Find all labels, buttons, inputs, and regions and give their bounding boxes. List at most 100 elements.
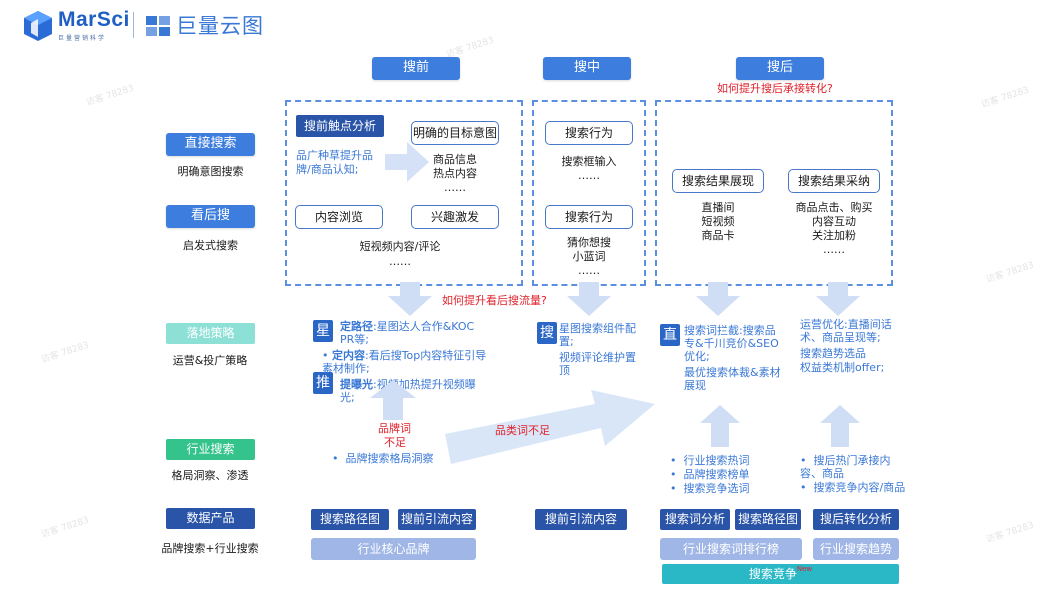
row-industry-desc: 格局洞察、渗透: [171, 469, 249, 482]
intent-desc-3: ……: [444, 181, 466, 194]
post2-strategy-line-2: 搜索趋势选品: [800, 347, 866, 360]
post2-industry-list: • 搜后热门承接内容、商品 • 搜索竞争内容/商品: [800, 454, 910, 494]
after-desc-1: 短视频内容/评论: [359, 240, 441, 253]
diagonal-arrow-icon: [445, 390, 655, 464]
tag-xing: 星: [313, 320, 333, 342]
mid-strategy-line-2: 视频评论维护置顶: [559, 351, 636, 377]
brand-insight: • 品牌搜索格局洞察: [332, 452, 472, 465]
product-path-button[interactable]: 搜索路径图: [311, 509, 389, 530]
watermark: 访客 78283: [40, 340, 91, 366]
question-post: 如何提升搜后承接转化?: [717, 82, 833, 95]
search-action-desc-1b: ……: [578, 169, 600, 182]
search-action-desc-1a: 搜索框输入: [561, 155, 617, 168]
logo-divider: [133, 12, 134, 38]
mid-strategy-list: 星图搜索组件配置; 视频评论维护置顶: [559, 322, 639, 377]
post-dashed-box: [655, 100, 893, 286]
post1-strategy-list: 搜索词拦截:搜索品专&千川竞价&SEO优化; 最优搜索体裁&素材展现: [684, 324, 784, 392]
post1-industry-line-1: • 行业搜索热词: [670, 454, 750, 467]
down-arrow-pre-icon: [388, 282, 432, 316]
row-direct-desc: 明确意图搜索: [177, 165, 244, 178]
post1-industry-list: • 行业搜索热词 • 品牌搜索榜单 • 搜索竞争选词: [670, 454, 780, 495]
category-word: 品类词不足: [495, 424, 550, 437]
product-trend-button[interactable]: 行业搜索趋势: [813, 538, 899, 560]
product-compete-label: 搜索竞争: [748, 567, 797, 581]
row-after-desc: 启发式搜索: [183, 239, 238, 252]
up-arrow-post1-icon: [700, 405, 740, 447]
post2-strategy-line-1: 运营优化:直播间话术、商品呈现等;: [800, 318, 892, 344]
brand-insight-line: • 品牌搜索格局洞察: [332, 452, 434, 465]
brand-word-2: 不足: [384, 436, 406, 449]
phase-mid: 搜中: [543, 57, 631, 80]
post2-industry-line-1: • 搜后热门承接内容、商品: [800, 454, 891, 480]
result-adopt-desc-3: 关注加粉: [812, 229, 856, 242]
post1-industry-line-3: • 搜索竞争选词: [670, 482, 750, 495]
result-show-chip: 搜索结果展现: [672, 169, 764, 193]
product-core-brand-button[interactable]: 行业核心品牌: [311, 538, 476, 560]
juliang-brand: 巨量云图: [176, 14, 264, 38]
pre-strategy-line-2: • 定内容:看后搜Top内容特征引导素材制作;: [322, 349, 487, 375]
post1-strategy-line-2: 最优搜索体裁&素材展现: [684, 366, 781, 392]
product-pre-content-button[interactable]: 搜前引流内容: [398, 509, 476, 530]
search-action-desc-2c: ……: [578, 264, 600, 277]
marsci-logo-icon: [24, 11, 52, 41]
post2-strategy-line-3: 权益类机制offer;: [800, 361, 885, 374]
row-data-title: 数据产品: [166, 508, 255, 529]
watermark: 访客 78283: [40, 515, 91, 541]
row-industry-title: 行业搜索: [166, 439, 255, 460]
interest-chip: 兴趣激发: [411, 205, 499, 229]
watermark: 访客 78283: [985, 260, 1036, 286]
post2-industry-line-2: • 搜索竞争内容/商品: [800, 481, 906, 494]
brand-word-1: 品牌词: [378, 422, 411, 435]
up-arrow-brand-icon: [370, 380, 416, 420]
intent-desc-1: 商品信息: [433, 153, 477, 166]
row-strategy-title: 落地策略: [166, 323, 255, 344]
row-data-desc: 品牌搜索+行业搜索: [161, 542, 259, 555]
result-show-desc-3: 商品卡: [701, 229, 735, 242]
search-action-chip-1: 搜索行为: [545, 121, 633, 145]
search-action-desc-2b: 小蓝词: [572, 250, 606, 263]
post1-industry-line-2: • 品牌搜索榜单: [670, 468, 750, 481]
product-compete-button[interactable]: 搜索竞争New: [662, 564, 899, 584]
after-desc-2: ……: [389, 255, 411, 268]
product-word-analysis-button[interactable]: 搜索词分析: [660, 509, 730, 530]
intent-desc-2: 热点内容: [433, 167, 477, 180]
result-adopt-desc-4: ……: [823, 243, 845, 256]
product-mid-content-button[interactable]: 搜前引流内容: [535, 509, 627, 530]
tag-sou: 搜: [537, 322, 557, 344]
up-arrow-post2-icon: [820, 405, 860, 447]
juliang-logo-icon: [146, 16, 170, 36]
down-arrow-mid-icon: [567, 282, 611, 316]
result-adopt-desc-2: 内容互动: [812, 215, 856, 228]
pre-strategy-list: 定路径:星图达人合作&KOC PR等; • 定内容:看后搜Top内容特征引导素材…: [318, 320, 488, 404]
new-badge: New: [796, 565, 813, 573]
down-arrow-post1-icon: [696, 282, 740, 316]
touch-analysis-desc: 品广种草提升品牌/商品认知;: [296, 149, 373, 176]
product-conversion-button[interactable]: 搜后转化分析: [813, 509, 899, 530]
tag-tui: 推: [313, 372, 333, 394]
product-word-rank-button[interactable]: 行业搜索词排行榜: [660, 538, 802, 560]
result-show-desc-1: 直播间: [701, 201, 735, 214]
watermark: 访客 78283: [85, 83, 136, 109]
phase-post: 搜后: [736, 57, 824, 80]
post1-strategy-line-1: 搜索词拦截:搜索品专&千川竞价&SEO优化;: [684, 324, 779, 363]
pre-arrow-icon: [385, 142, 429, 182]
pre-strategy-line-1: 定路径:星图达人合作&KOC PR等;: [340, 320, 475, 346]
search-action-desc-2a: 猜你想搜: [567, 236, 611, 249]
marsci-sub: 巨量营销科学: [58, 35, 107, 42]
phase-pre: 搜前: [372, 57, 460, 80]
mid-strategy-line-1: 星图搜索组件配置;: [559, 322, 636, 348]
row-after-title: 看后搜: [166, 205, 255, 228]
watermark: 访客 78283: [980, 85, 1031, 111]
result-show-desc-2: 短视频: [701, 215, 735, 228]
browse-chip: 内容浏览: [295, 205, 383, 229]
down-arrow-post2-icon: [816, 282, 860, 316]
search-action-chip-2: 搜索行为: [545, 205, 633, 229]
row-strategy-desc: 运营&投广策略: [172, 354, 248, 367]
result-adopt-desc-1: 商品点击、购买: [795, 201, 873, 214]
product-path2-button[interactable]: 搜索路径图: [735, 509, 801, 530]
watermark: 访客 78283: [985, 520, 1036, 546]
intent-chip: 明确的目标意图: [411, 121, 499, 145]
post2-strategy-list: 运营优化:直播间话术、商品呈现等; 搜索趋势选品 权益类机制offer;: [800, 318, 900, 374]
marsci-brand: MarSci: [58, 8, 130, 31]
result-adopt-chip: 搜索结果采纳: [788, 169, 880, 193]
